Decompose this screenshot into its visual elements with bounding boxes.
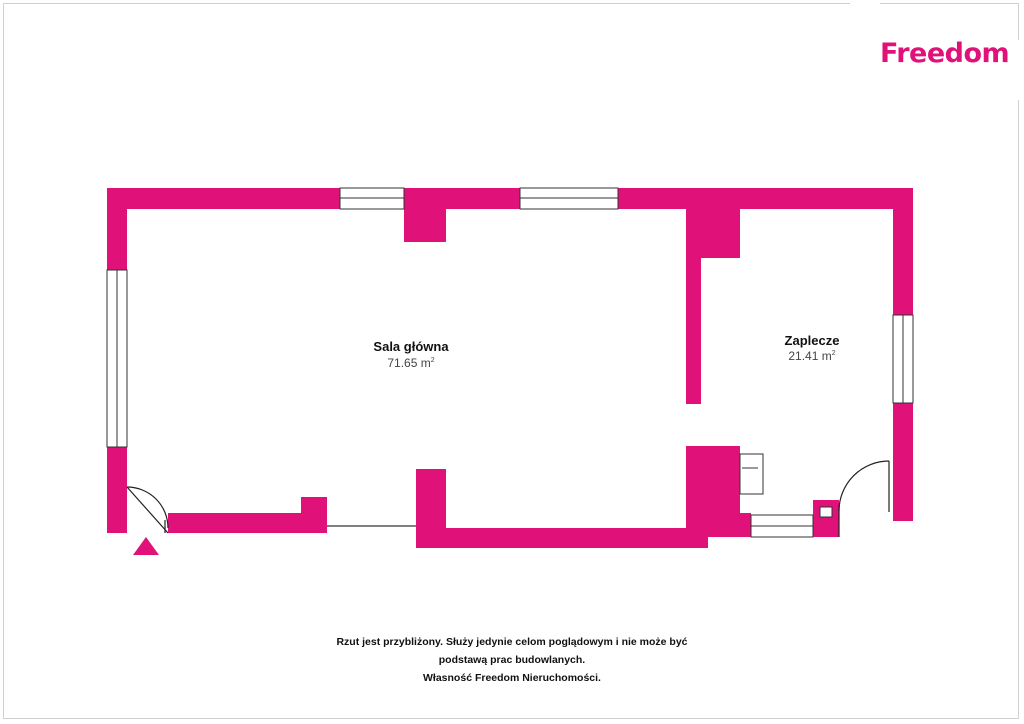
entrance-triangle-icon — [133, 537, 159, 555]
wall-right-upper — [893, 188, 913, 315]
doors — [126, 460, 890, 537]
disclaimer-line: podstawą prac budowlanych. — [438, 654, 586, 666]
walls — [107, 188, 913, 548]
room-name-sala: Sala główna — [373, 339, 449, 354]
frame-gap — [1015, 40, 1023, 100]
window-bottom — [750, 514, 814, 538]
wall-bottom-middle — [427, 528, 708, 548]
wall-column — [404, 188, 446, 242]
wall-bottom-left — [168, 513, 326, 533]
room-area-zaplecze: 21.41 m2 — [788, 349, 836, 363]
window-top-2 — [519, 187, 619, 210]
room-area-sala: 71.65 m2 — [387, 356, 435, 370]
wall-left-upper — [107, 188, 127, 270]
wall-bottom-right — [686, 513, 751, 537]
page-frame — [3, 3, 1019, 719]
wall-top-left — [107, 188, 340, 209]
disclaimer-line: Rzut jest przybliżony. Służy jedynie cel… — [336, 636, 688, 648]
wall-partition — [686, 188, 701, 404]
frame-gap — [850, 0, 880, 6]
wall-bottom-pier — [301, 497, 327, 533]
wall-right-lower — [893, 403, 913, 521]
windows — [106, 187, 914, 538]
disclaimer: Rzut jest przybliżony. Służy jedynie cel… — [262, 633, 762, 687]
door-entrance — [126, 486, 169, 534]
window-top-1 — [339, 187, 405, 210]
freedom-logo: Freedom — [880, 38, 1010, 69]
wall-top-right — [618, 188, 913, 209]
wall-bottom-corner — [813, 500, 839, 537]
door-back — [838, 460, 890, 537]
room-name-zaplecze: Zaplecze — [784, 333, 840, 348]
sink-fixture — [739, 453, 764, 495]
window-right — [892, 314, 914, 404]
wall-left-lower — [107, 447, 127, 533]
disclaimer-line: Własność Freedom Nieruchomości. — [423, 672, 601, 684]
window-left — [106, 269, 128, 448]
step-notch — [819, 506, 833, 518]
